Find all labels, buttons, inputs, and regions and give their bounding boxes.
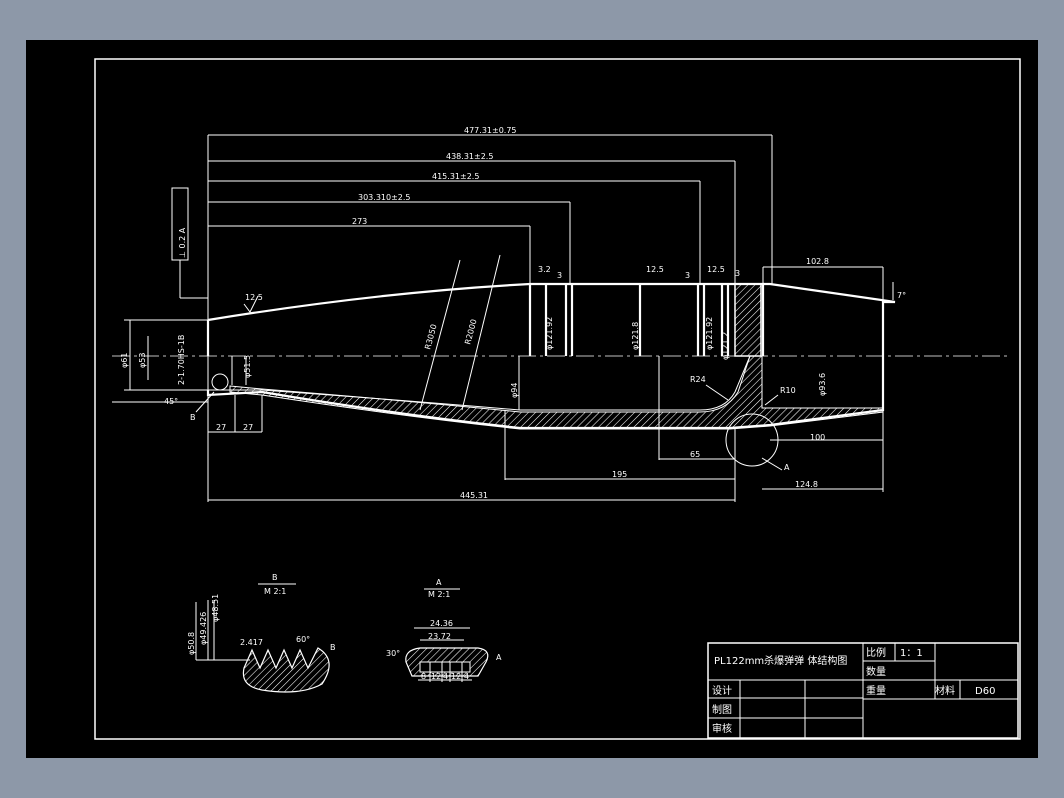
svg-text:27: 27 <box>243 423 253 432</box>
svg-text:12.5: 12.5 <box>646 265 664 274</box>
svg-text:φ94: φ94 <box>510 383 519 398</box>
svg-text:φ61: φ61 <box>120 353 129 368</box>
svg-text:R24: R24 <box>690 375 706 384</box>
detail-a: A M 2:1 24.36 23.72 30° 8 12 4 12 4 A <box>386 578 502 682</box>
dim-273: 273 <box>352 217 367 226</box>
svg-text:重量: 重量 <box>866 684 886 697</box>
svg-text:材料: 材料 <box>935 684 955 697</box>
svg-text:12.5: 12.5 <box>245 293 263 302</box>
dim-415: 415.31±2.5 <box>432 172 479 181</box>
detail-a-scale: M 2:1 <box>428 590 450 599</box>
svg-text:24.36: 24.36 <box>430 619 453 628</box>
top-dimensions: 477.31±0.75 438.31±2.5 415.31±2.5 303.31… <box>207 126 906 320</box>
svg-text:12: 12 <box>451 672 461 681</box>
title-block: PL122mm杀爆弹弹 体结构图 比例 1：1 数量 重量 材料 D60 设计 … <box>707 642 1019 739</box>
svg-text:R10: R10 <box>780 386 796 395</box>
svg-text:8: 8 <box>421 672 426 681</box>
svg-text:60°: 60° <box>296 635 310 644</box>
svg-text:比例: 比例 <box>866 646 886 659</box>
shell-body <box>206 282 896 467</box>
dim-438: 438.31±2.5 <box>446 152 493 161</box>
svg-text:φ48.51: φ48.51 <box>211 594 220 622</box>
svg-text:设计: 设计 <box>712 684 732 697</box>
svg-text:12.5: 12.5 <box>707 265 725 274</box>
svg-text:φ121.92: φ121.92 <box>545 317 554 350</box>
rotating-band <box>734 283 762 357</box>
svg-text:12: 12 <box>431 672 441 681</box>
svg-text:3: 3 <box>735 269 740 278</box>
svg-text:45°: 45° <box>164 397 178 406</box>
svg-text:1：1: 1：1 <box>900 648 923 659</box>
svg-text:φ49.426: φ49.426 <box>199 612 208 645</box>
wall-hatch <box>229 355 884 430</box>
svg-text:445.31: 445.31 <box>460 491 488 500</box>
svg-text:φ53: φ53 <box>138 353 147 368</box>
title-block-title: PL122mm杀爆弹弹 体结构图 <box>714 654 847 667</box>
detail-b-title: B <box>272 573 278 582</box>
tolerance-text: ⊥ 0.2 A <box>178 227 187 258</box>
svg-text:审核: 审核 <box>712 722 732 735</box>
svg-text:φ121.8: φ121.8 <box>631 322 640 350</box>
svg-text:2-1.70HS-1B: 2-1.70HS-1B <box>177 335 186 385</box>
svg-text:3: 3 <box>685 271 690 280</box>
svg-text:数量: 数量 <box>866 665 886 678</box>
svg-text:4: 4 <box>464 672 469 681</box>
roughness-marks: 12.5 3.2 3 12.5 3 12.5 3 <box>243 265 740 313</box>
svg-text:23.72: 23.72 <box>428 632 451 641</box>
svg-text:φ51.5: φ51.5 <box>243 355 252 378</box>
dim-total-length: 477.31±0.75 <box>464 126 517 135</box>
detail-a-title: A <box>436 578 442 587</box>
svg-text:D60: D60 <box>975 686 995 697</box>
svg-text:B: B <box>190 413 196 422</box>
svg-text:A: A <box>496 653 502 662</box>
svg-text:30°: 30° <box>386 649 400 658</box>
diameter-labels: φ61 φ53 2-1.70HS-1B φ51.5 φ94 φ121.92 φ1… <box>112 317 827 422</box>
detail-b: B M 2:1 φ50.8 φ49.426 φ48.51 2.417 60° B <box>187 573 336 693</box>
svg-text:100: 100 <box>810 433 825 442</box>
svg-text:65: 65 <box>690 450 700 459</box>
svg-text:2.417: 2.417 <box>240 638 263 647</box>
svg-text:195: 195 <box>612 470 627 479</box>
angle-7: 7° <box>897 291 906 300</box>
svg-text:3.2: 3.2 <box>538 265 551 274</box>
svg-text:φ121.92: φ121.92 <box>705 317 714 350</box>
drawing-sheet <box>26 40 1038 758</box>
svg-text:124.8: 124.8 <box>795 480 818 489</box>
svg-text:27: 27 <box>216 423 226 432</box>
svg-text:A: A <box>784 463 790 472</box>
drawing-border <box>94 58 1021 740</box>
svg-text:3: 3 <box>557 271 562 280</box>
svg-text:φ50.8: φ50.8 <box>187 632 196 655</box>
svg-text:φ93.6: φ93.6 <box>818 373 827 396</box>
dim-102: 102.8 <box>806 257 829 266</box>
svg-text:φ121.2: φ121.2 <box>721 332 730 360</box>
svg-text:B: B <box>330 643 336 652</box>
detail-b-scale: M 2:1 <box>264 587 286 596</box>
tolerance-frame: ⊥ 0.2 A <box>171 187 208 299</box>
bottom-dimensions: 27 27 65 100 195 124.8 445.31 A <box>207 395 884 502</box>
svg-text:4: 4 <box>443 672 448 681</box>
svg-text:制图: 制图 <box>712 703 732 716</box>
dim-303: 303.310±2.5 <box>358 193 411 202</box>
